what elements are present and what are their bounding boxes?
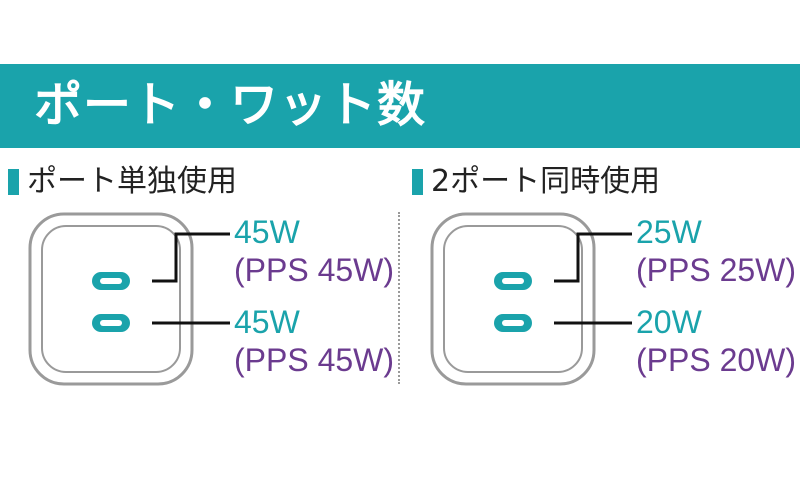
charger-inner-outline [443, 225, 583, 373]
section-dual-header: 2ポート同時使用 [412, 162, 660, 202]
charger-inner-outline [41, 225, 181, 373]
section-marker [8, 169, 19, 195]
dual-port2-watt-label: 20W [636, 304, 702, 340]
charger-right [430, 212, 632, 386]
port1-watt-label: 45W [234, 214, 300, 250]
dual-port1-pps-label: (PPS 25W) [636, 252, 797, 288]
section-single-header: ポート単独使用 [8, 162, 237, 202]
leader-line-port1 [152, 232, 230, 283]
section-divider [398, 212, 400, 384]
dual-port1-watt-label: 25W [636, 214, 702, 250]
leader-line-port1 [554, 232, 632, 283]
header-banner: ポート・ワット数 [0, 64, 800, 148]
charger-left [28, 212, 230, 386]
usb-c-port-slot [502, 320, 524, 326]
usb-c-port-slot [100, 278, 122, 284]
charger-outline [28, 212, 194, 386]
usb-c-port-slot [502, 278, 524, 284]
section-dual-title: 2ポート同時使用 [431, 164, 661, 199]
usb-c-port-slot [100, 320, 122, 326]
dual-port2-pps-label: (PPS 20W) [636, 342, 797, 378]
charger-outline [430, 212, 596, 386]
port2-watt-label: 45W [234, 304, 300, 340]
port1-pps-label: (PPS 45W) [234, 252, 395, 288]
banner-title: ポート・ワット数 [34, 77, 427, 133]
section-single-title: ポート単独使用 [27, 164, 237, 199]
port2-pps-label: (PPS 45W) [234, 342, 395, 378]
section-marker [412, 169, 423, 195]
